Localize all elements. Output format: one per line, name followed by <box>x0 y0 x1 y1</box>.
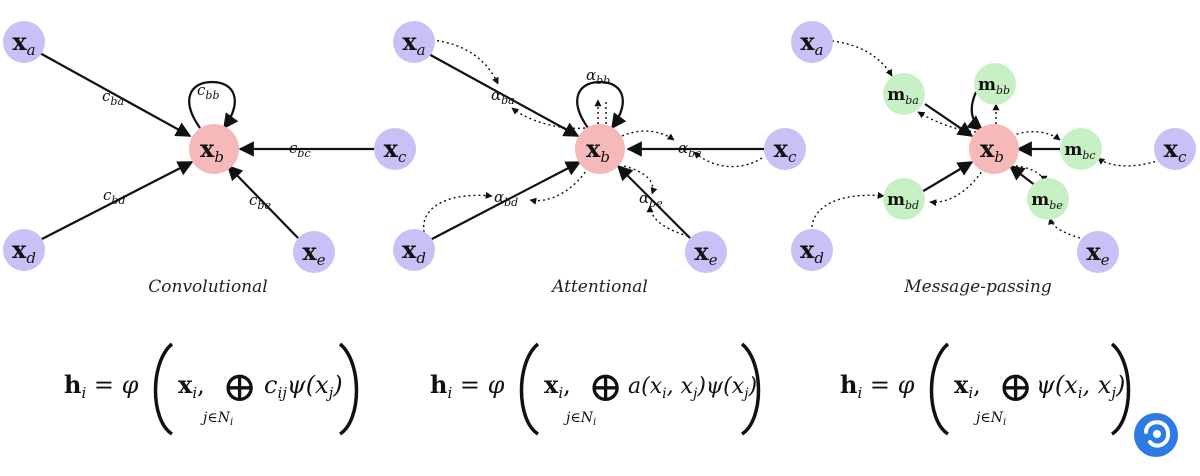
panel-message-passing: xa xb xc xd xe mba mbb mbc mbd mbe Messa… <box>791 21 1196 297</box>
svg-text:j∈Ni: j∈Ni <box>200 410 233 428</box>
node-xb: xb <box>969 124 1019 174</box>
svg-text:a(xi, xj)ψ(xj): a(xi, xj)ψ(xj) <box>628 374 757 402</box>
edge-label-ba: αba <box>491 86 515 107</box>
node-xe: xe <box>685 231 727 273</box>
svg-text:xa: xa <box>800 27 823 59</box>
message-node-mbd: mbd <box>883 178 925 220</box>
svg-text:xe: xe <box>302 237 325 269</box>
edge-label-bb: cbb <box>197 81 220 102</box>
edge-mbe-b <box>1008 165 1037 187</box>
svg-text:mbc: mbc <box>1064 140 1095 162</box>
big-paren-right <box>740 342 761 436</box>
message-node-mbb: mbb <box>974 63 1016 105</box>
edge-label-bc: cbc <box>289 139 311 160</box>
svg-text:xe: xe <box>1086 237 1109 269</box>
svg-text:xd: xd <box>800 235 824 267</box>
logo-icon <box>1134 413 1178 457</box>
svg-text:⊕: ⊕ <box>998 362 1033 411</box>
node-xd: xd <box>3 229 45 271</box>
big-paren-right <box>1110 342 1131 436</box>
svg-text:xi,: xi, <box>178 370 205 402</box>
big-paren-left <box>929 342 950 436</box>
edge-label-ba: cba <box>102 87 124 108</box>
svg-text:xe: xe <box>694 237 717 269</box>
svg-text:⊕: ⊕ <box>588 362 623 411</box>
node-xd: xd <box>791 229 833 271</box>
edge-d-b <box>429 161 582 241</box>
svg-text:cijψ(xj): cijψ(xj) <box>264 371 343 402</box>
node-xd: xd <box>393 229 435 271</box>
edge-label-be: cbe <box>249 191 271 212</box>
node-xb: xb <box>575 124 625 174</box>
svg-text:xc: xc <box>774 134 797 166</box>
svg-text:⊕: ⊕ <box>222 362 257 411</box>
formula-message-passing: hi = φ xi, ⊕ j∈Ni ψ(xi, xj) <box>840 342 1131 436</box>
svg-text:xi,: xi, <box>954 370 981 402</box>
svg-text:xd: xd <box>402 235 426 267</box>
attention-arrows <box>423 39 763 237</box>
edge-a-b <box>424 51 580 137</box>
node-xc: xc <box>764 128 806 170</box>
self-loop-mbb <box>966 91 984 131</box>
formula-attentional: hi = φ xi, ⊕ j∈Ni a(xi, xj)ψ(xj) <box>430 342 761 436</box>
edge-e-b <box>616 164 691 239</box>
formula-convolutional: hi = φ xi, ⊕ j∈Ni cijψ(xj) <box>64 342 359 436</box>
panel-convolutional: cba cbb cbc cbd cbe xa xb xc xd xe Convo… <box>3 21 416 297</box>
svg-text:hi = φ: hi = φ <box>430 370 505 402</box>
svg-text:xb: xb <box>586 134 610 166</box>
svg-text:hi = φ: hi = φ <box>840 370 915 402</box>
node-xa: xa <box>393 21 435 63</box>
svg-text:xa: xa <box>402 27 425 59</box>
edge-e-b <box>226 164 299 239</box>
node-xc: xc <box>1154 128 1196 170</box>
edge-d-b <box>39 161 194 241</box>
svg-text:xc: xc <box>384 134 407 166</box>
svg-text:xi,: xi, <box>544 370 571 402</box>
node-xa: xa <box>791 21 833 63</box>
edge-label-be: αbe <box>639 189 663 210</box>
node-xc: xc <box>374 128 416 170</box>
panel-title-message-passing: Message-passing <box>903 277 1052 297</box>
panel-attentional: αba αbb αbc αbd αbe xa xb xc xd xe Atten… <box>393 21 806 297</box>
node-xe: xe <box>1077 231 1119 273</box>
self-loop-b <box>188 80 239 130</box>
node-xe: xe <box>293 231 335 273</box>
svg-text:mbd: mbd <box>887 190 919 212</box>
node-xa: xa <box>3 21 45 63</box>
svg-text:xa: xa <box>12 27 35 59</box>
big-paren-right <box>338 342 359 436</box>
svg-text:xb: xb <box>200 134 224 166</box>
svg-text:xc: xc <box>1164 134 1187 166</box>
svg-text:ψ(xi, xj): ψ(xi, xj) <box>1036 371 1125 402</box>
edge-mbd-b <box>919 161 974 194</box>
message-node-mbc: mbc <box>1060 128 1102 170</box>
big-paren-left <box>519 342 540 436</box>
svg-text:mbe: mbe <box>1031 190 1063 212</box>
panel-title-convolutional: Convolutional <box>148 277 267 297</box>
edge-label-bb: αbb <box>586 66 610 87</box>
svg-text:mbb: mbb <box>978 75 1010 97</box>
svg-text:xd: xd <box>12 235 36 267</box>
svg-text:hi = φ: hi = φ <box>64 370 139 402</box>
node-xb: xb <box>189 124 239 174</box>
edge-label-bd: αbd <box>494 188 518 209</box>
edge-label-bd: cbd <box>103 186 126 207</box>
svg-text:j∈Ni: j∈Ni <box>563 410 596 428</box>
edge-a-b <box>37 51 192 137</box>
edge-label-bc: αbc <box>678 139 701 160</box>
svg-text:xb: xb <box>980 134 1004 166</box>
message-node-mba: mba <box>883 73 925 115</box>
panel-title-attentional: Attentional <box>550 277 648 297</box>
self-loop-b <box>576 80 627 130</box>
svg-text:mba: mba <box>887 85 919 107</box>
message-arrows <box>811 39 1161 239</box>
big-paren-left <box>153 342 174 436</box>
svg-text:j∈Ni: j∈Ni <box>973 410 1006 428</box>
message-node-mbe: mbe <box>1027 178 1069 220</box>
